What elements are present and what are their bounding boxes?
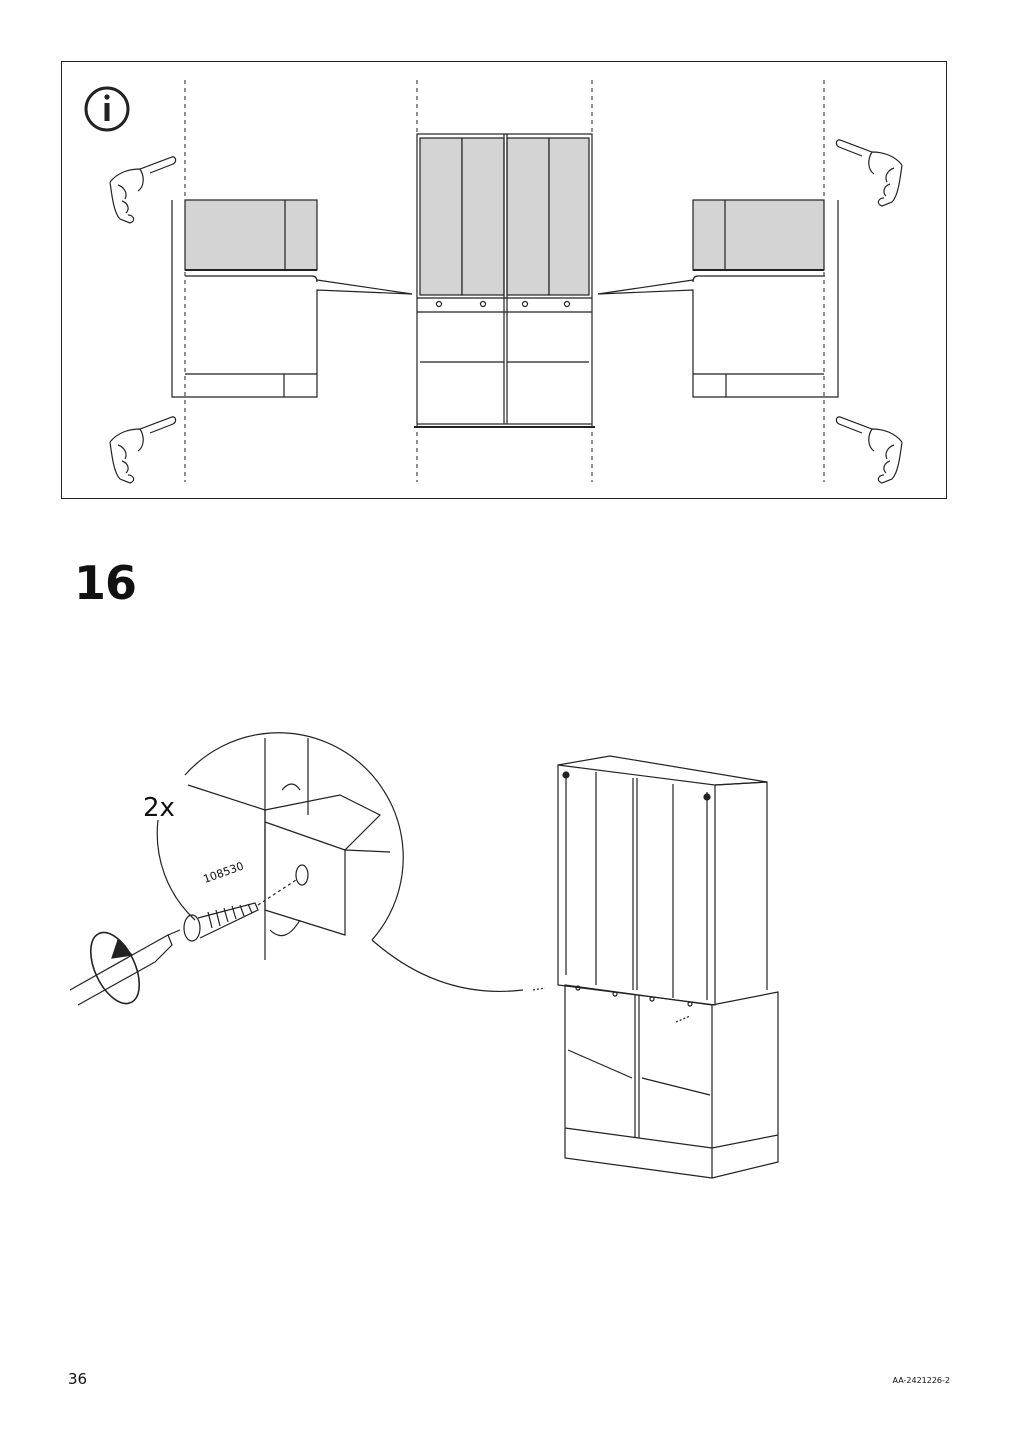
cabinet-assembly [532, 755, 779, 1179]
screw-icon [183, 879, 297, 942]
hand-pointing-icon [109, 156, 177, 224]
document-code: AA-2421226-2 [892, 1376, 950, 1385]
right-detail-view [597, 199, 839, 398]
quantity-label: 2x [143, 793, 175, 823]
info-illustration [84, 80, 903, 484]
info-panel [61, 61, 947, 499]
screwdriver-icon [69, 929, 181, 1006]
step-illustration [0, 720, 1012, 1200]
rotate-clockwise-arrow-icon [89, 931, 141, 1005]
hand-pointing-icon [835, 416, 903, 484]
step-number: 16 [74, 556, 137, 610]
center-unit-front-view [414, 133, 595, 428]
hand-pointing-icon [109, 416, 177, 484]
page-number: 36 [68, 1370, 88, 1388]
left-detail-view [171, 199, 413, 398]
info-icon [84, 86, 130, 132]
hand-pointing-icon [835, 139, 903, 207]
magnified-detail-view [156, 732, 524, 993]
step-drawing [69, 732, 779, 1179]
